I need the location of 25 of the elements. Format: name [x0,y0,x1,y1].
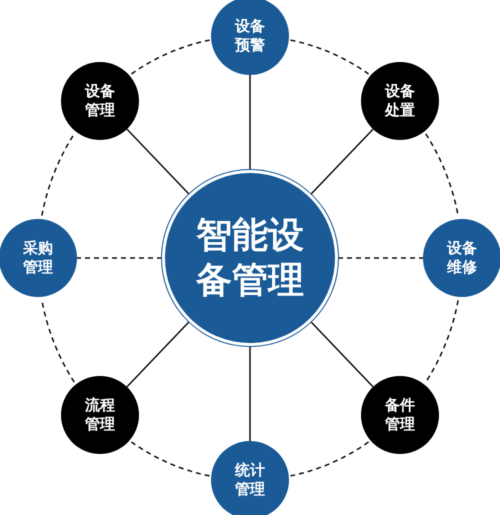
connector-line [126,321,190,388]
connector-line [131,39,210,75]
hub-title: 智能设备管理 [195,214,305,303]
connector-line [126,128,190,195]
connector-line [290,39,369,75]
module-label: 流程管理 [84,396,116,434]
module-label: 统计管理 [234,461,266,499]
connector-line [131,441,210,477]
module-label: 设备管理 [84,82,116,120]
connector-line [338,257,423,259]
module-label: 设备预警 [234,17,266,55]
connector-line [77,257,162,259]
connector-line [310,321,374,388]
connector-line [290,441,369,477]
connector-line [425,300,459,383]
connector-line [249,75,251,170]
connector-line [425,133,459,216]
module-label: 采购管理 [22,239,54,277]
connector-line [41,133,75,216]
module-label: 备件管理 [384,396,416,434]
connector-line [310,128,374,195]
module-label: 设备处置 [384,82,416,120]
connector-line [41,300,75,383]
module-label: 设备维修 [446,239,478,277]
connector-line [249,346,251,441]
